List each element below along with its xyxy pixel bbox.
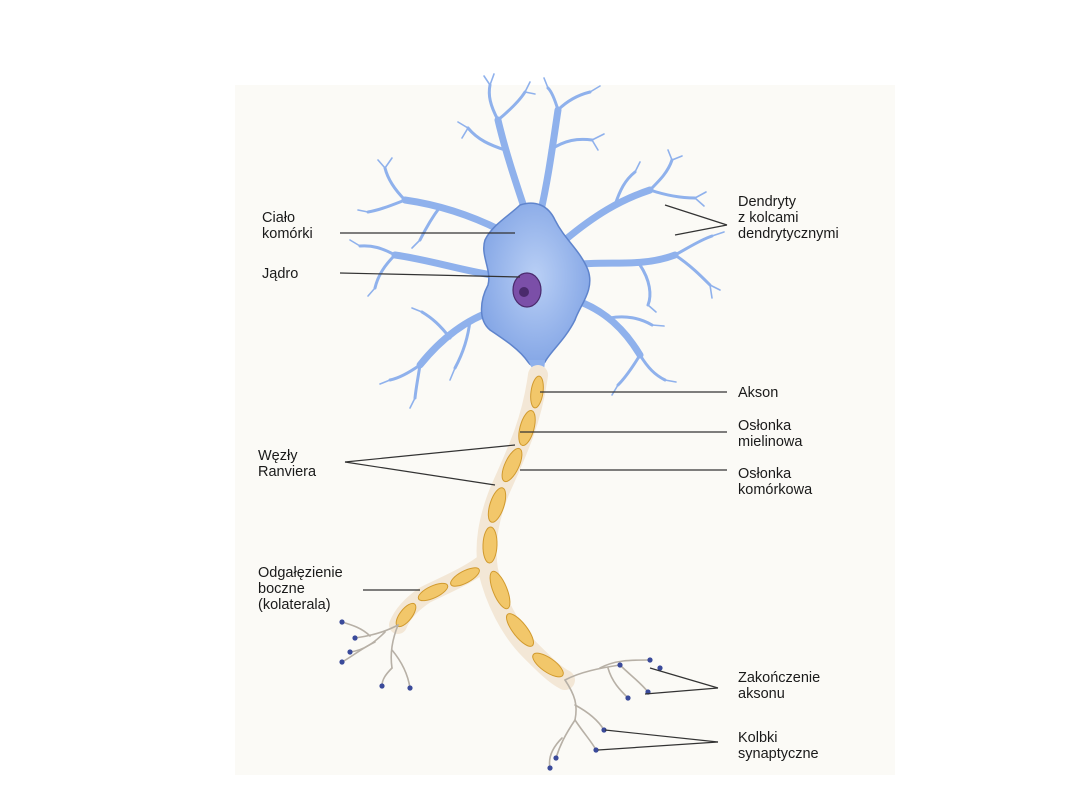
myelin-segment [501,447,523,483]
myelin-segment [450,567,480,587]
myelin-segment [487,487,507,523]
leader-terminal-upper [649,667,719,689]
label-cell-body: Ciało komórki [262,210,313,242]
leader-ranvier-lower [344,461,496,486]
leader-bulbs-upper [604,729,719,743]
axon [389,365,575,690]
leader-bulbs-lower [597,741,719,751]
leader-lines [339,204,728,751]
label-nodes-of-ranvier: Węzły Ranviera [258,448,317,480]
myelin-segment [482,526,498,564]
leader-ranvier-upper [344,444,516,463]
myelin-segment [532,652,564,678]
label-dendrites: Dendryty z kolcami dendrytycznymi [738,194,839,242]
myelin-segment [518,410,536,446]
label-myelin-sheath: Osłonka mielinowa [738,418,803,450]
synaptic-bulbs [339,619,663,771]
myelin-segment [489,570,511,610]
label-synaptic-bulbs: Kolbki synaptyczne [738,730,819,762]
label-nucleus: Jądro [262,266,299,282]
label-collateral: Odgałęzienie boczne (kolaterala) [258,565,343,613]
myelin-segment [506,613,534,647]
myelin-segment [530,375,544,409]
leader-dendrites-upper [664,204,728,226]
label-axon: Akson [738,385,779,401]
leader-dendrites-lower [674,224,728,236]
label-axon-terminal: Zakończenie aksonu [738,670,821,702]
nucleolus [519,287,529,297]
leader-nucleus [339,272,521,278]
label-cell-sheath: Osłonka komórkowa [738,466,813,498]
myelin-segment [417,582,449,602]
leader-terminal-lower [644,687,719,695]
